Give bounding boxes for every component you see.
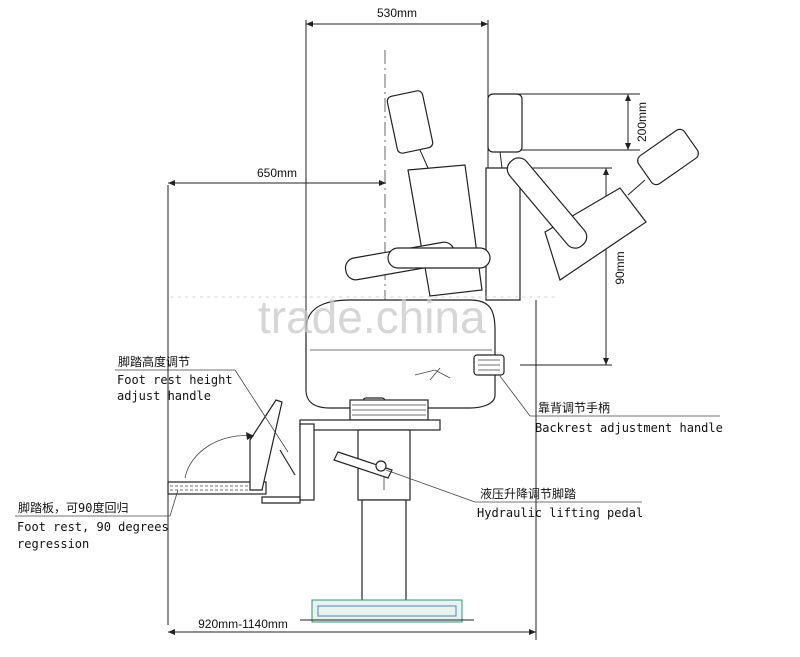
footrest-handle <box>279 449 296 476</box>
watermark: trade.china <box>258 291 486 343</box>
backrest-mid <box>485 167 521 301</box>
footrest-bracket <box>299 423 315 501</box>
armrest-3 <box>506 157 588 249</box>
label-footrest-height-en-2: adjust handle <box>117 389 211 403</box>
label-footrest-height-en-1: Foot rest height <box>117 373 233 387</box>
label-footrest-height-cn: 脚踏高度调节 <box>118 354 190 369</box>
dim-200-label: 200mm <box>635 102 649 142</box>
backrest-handle-grip <box>478 359 500 371</box>
headrest-upright-2 <box>487 93 523 153</box>
headrest-post-3 <box>627 179 646 196</box>
column-lower <box>361 499 407 603</box>
headrest-upright <box>386 90 434 154</box>
hydraulic-pedal <box>333 451 393 479</box>
footrest-plate <box>167 481 267 495</box>
headrest-post-2 <box>499 151 503 169</box>
base-inner <box>317 605 457 617</box>
label-hydraulic-cn: 液压升降调节脚踏 <box>480 486 576 501</box>
backrest-reclined <box>544 187 647 281</box>
headrest-post-1 <box>419 149 429 169</box>
armrest-2 <box>387 247 491 269</box>
dim-650-label: 650mm <box>257 166 297 180</box>
label-footrest-cn: 脚踏板，可90度回归 <box>18 500 128 515</box>
faded-text: - - - - - - - - - - - - - - - - - - - - … <box>170 289 555 303</box>
callout-leader-hydraulic <box>385 469 476 503</box>
backrest-upright <box>407 164 483 297</box>
seat-lever <box>414 367 451 381</box>
label-footrest-en-2: regression <box>17 537 89 551</box>
footrest-texture <box>170 485 264 491</box>
callout-leader-backrest <box>499 375 531 417</box>
rotation-arc <box>184 435 255 479</box>
rotation-arrowhead <box>246 432 254 440</box>
dim-530-label: 530mm <box>377 6 417 20</box>
footrest-arm <box>261 496 301 504</box>
callout-leader-footrest <box>169 489 179 517</box>
callout-leader-footrest-height <box>234 369 289 453</box>
footrest-folded <box>249 399 283 491</box>
label-hydraulic-en: Hydraulic lifting pedal <box>477 506 643 520</box>
label-backrest-en: Backrest adjustment handle <box>535 421 723 435</box>
dim-90-label: 90mm <box>613 251 627 284</box>
base-plate <box>311 599 463 623</box>
label-backrest-cn: 靠背调节手柄 <box>538 401 610 415</box>
swivel-ridges <box>352 404 426 416</box>
pedal-pivot <box>375 460 387 472</box>
label-footrest-en-1: Foot rest, 90 degrees <box>17 520 169 534</box>
headrest-reclined <box>637 128 699 186</box>
mount-plate <box>299 419 441 431</box>
dim-base-label: 920mm-1140mm <box>198 617 288 631</box>
